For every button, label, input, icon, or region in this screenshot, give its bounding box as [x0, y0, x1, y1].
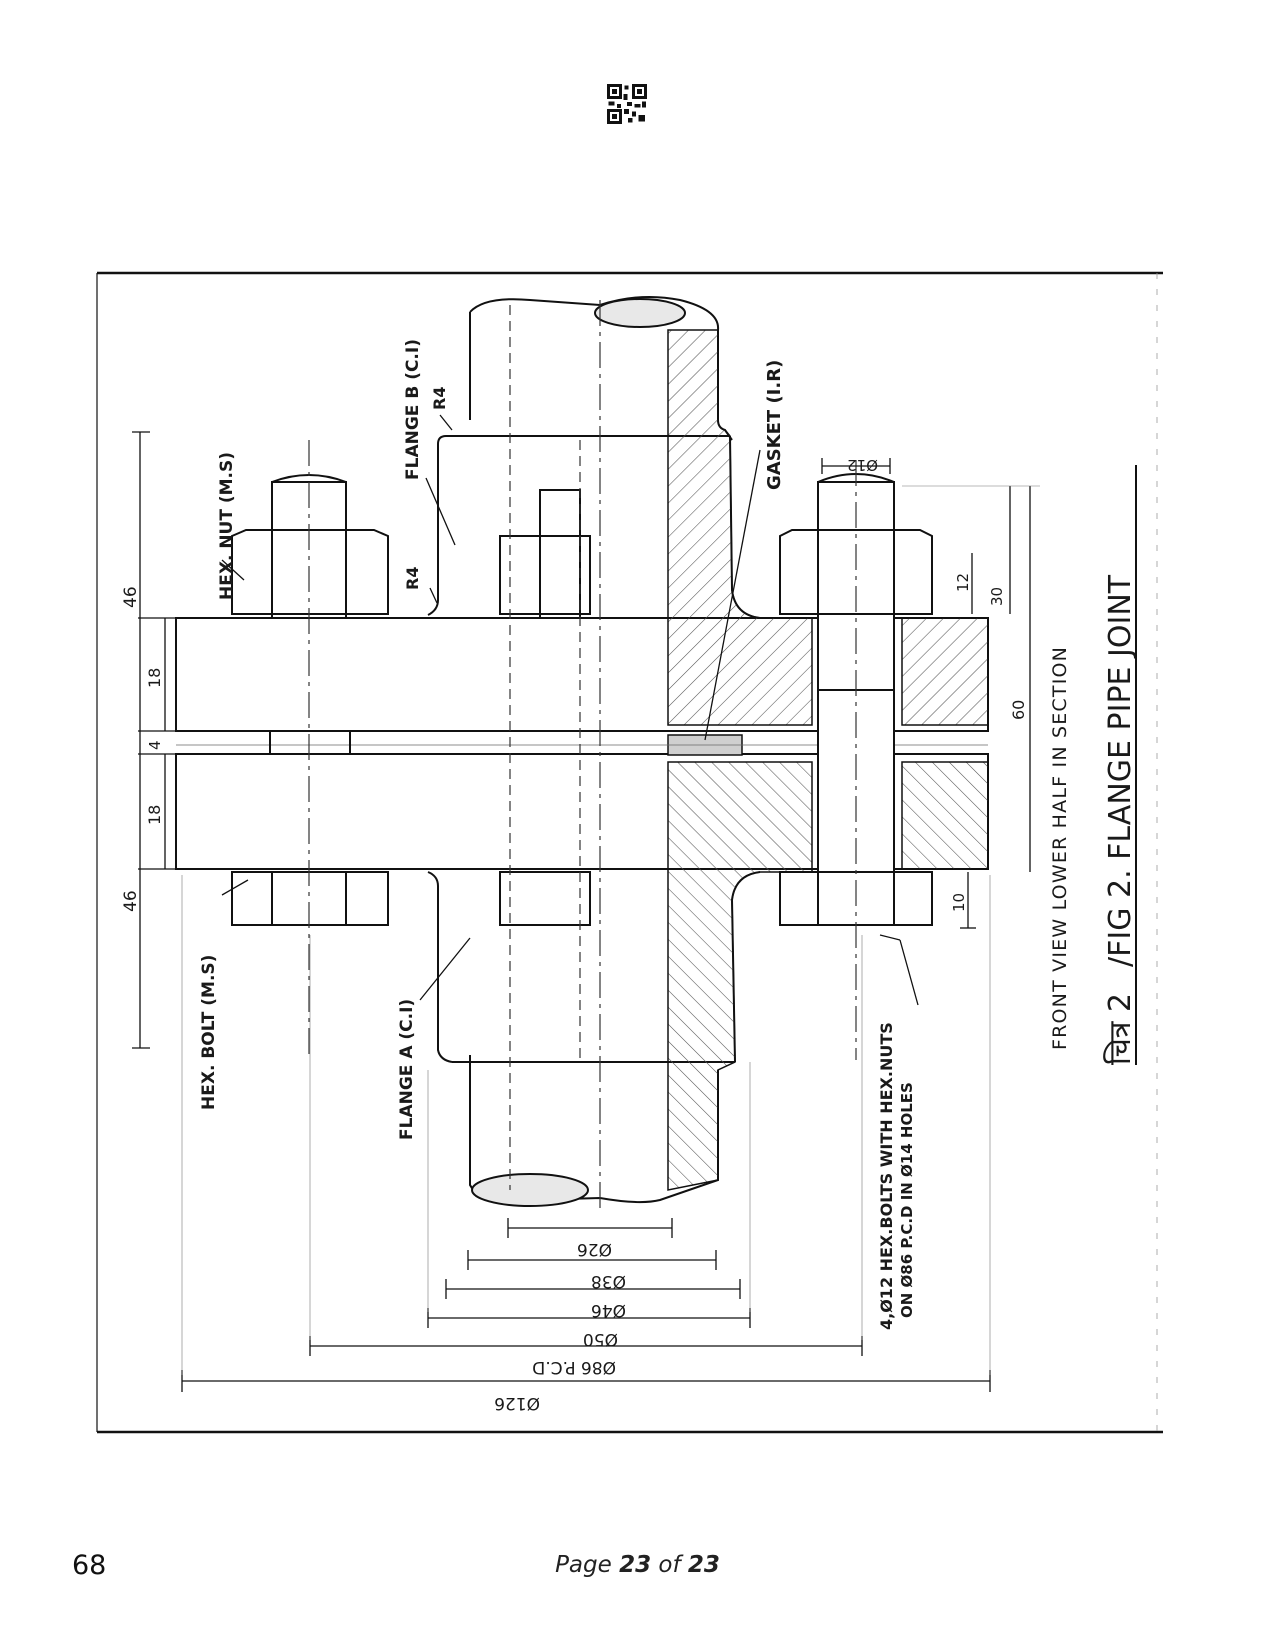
bolt-note-line-2: ON Ø86 P.C.D IN Ø14 HOLES: [898, 1082, 916, 1318]
view-caption: FRONT VIEW LOWER HALF IN SECTION: [1049, 646, 1071, 1050]
dim-len18-bottom: 18: [145, 805, 164, 825]
dim-d86-pcd: Ø86 P.C.D: [532, 1357, 616, 1377]
hex-bolt-label: HEX. BOLT (M.S): [199, 955, 219, 1110]
drawing-border: [96, 271, 1163, 1434]
pipe: [469, 295, 733, 1207]
leader-lines: [221, 414, 919, 1006]
hidden-lines: [509, 305, 581, 1190]
flange-b-label: FLANGE B (C.I): [403, 339, 423, 480]
section-hatching: [667, 329, 989, 1191]
footer-prefix: Page: [555, 1552, 620, 1578]
page-footer: Page 23 of 23: [0, 1552, 1275, 1578]
figure-title-hindi: चित्र 2: [1103, 993, 1138, 1065]
figure-title-text: /FIG 2. FLANGE PIPE JOINT: [1103, 574, 1138, 967]
gasket-label: GASKET (I.R): [764, 360, 785, 490]
qr-code-icon: [607, 84, 647, 124]
figure-title: चित्र 2 /FIG 2. FLANGE PIPE JOINT: [1103, 465, 1138, 1065]
dim-len18-top: 18: [145, 668, 164, 688]
footer-current-page: 23: [619, 1552, 652, 1578]
dim-d50: Ø50: [583, 1329, 618, 1349]
r4-lower-label: R4: [403, 567, 422, 590]
dim-len10: 10: [950, 893, 968, 912]
dim-len46-bottom: 46: [121, 890, 141, 912]
dim-len30: 30: [988, 587, 1006, 606]
dim-d12: Ø12: [847, 456, 878, 474]
dim-len60: 60: [1009, 700, 1028, 720]
footer-middle: of: [651, 1552, 688, 1578]
dim-len4: 4: [146, 740, 164, 750]
bolt-note-line-1: 4,Ø12 HEX.BOLTS WITH HEX.NUTS: [877, 1022, 896, 1330]
center-lines: [308, 300, 857, 1210]
dim-len12: 12: [954, 573, 972, 592]
dim-d126: Ø126: [494, 1393, 540, 1413]
dim-d38: Ø38: [591, 1271, 626, 1291]
flange-a-label: FLANGE A (C.I): [397, 999, 417, 1140]
dim-len46-top: 46: [121, 586, 141, 608]
dim-d46: Ø46: [591, 1300, 626, 1320]
dimension-lines: [132, 431, 1040, 1392]
footer-total-pages: 23: [687, 1552, 720, 1578]
page-number: 68: [72, 1550, 107, 1581]
dim-d26: Ø26: [577, 1239, 612, 1259]
hex-nut-label: HEX. NUT (M.S): [217, 452, 237, 600]
r4-upper-label: R4: [430, 387, 449, 410]
